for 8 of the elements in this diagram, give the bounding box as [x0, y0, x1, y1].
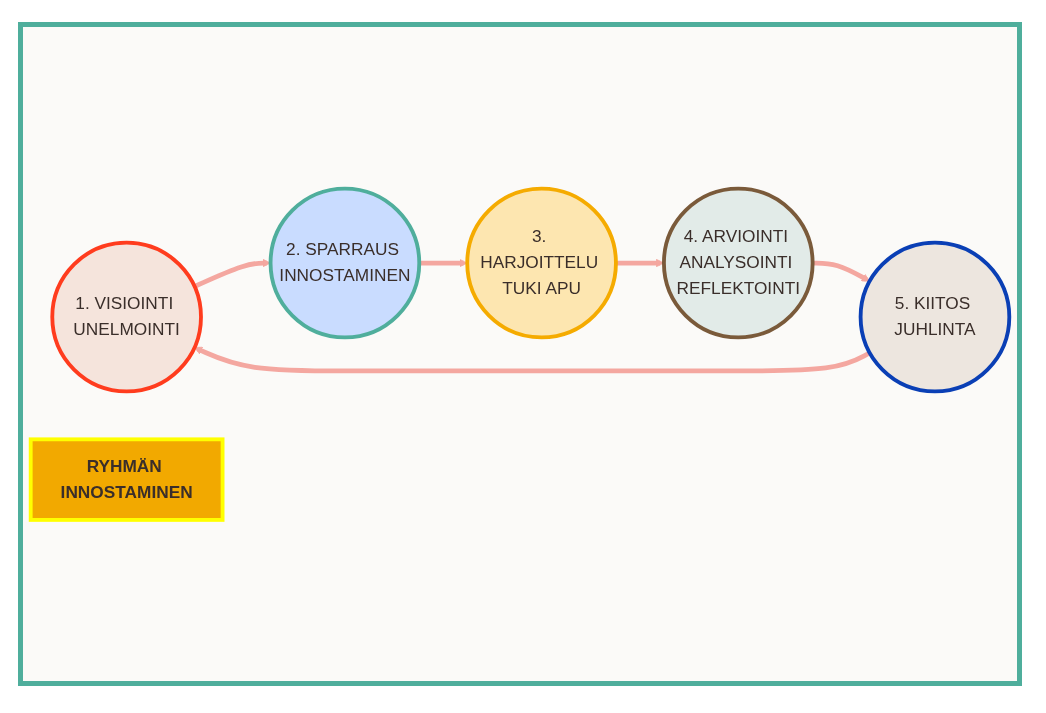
- node-circle: [858, 240, 1012, 393]
- node-circle: [268, 186, 422, 339]
- node-box: [28, 437, 225, 522]
- arrow: [194, 346, 871, 374]
- node-circle: [465, 186, 618, 339]
- node-circle: [662, 186, 815, 339]
- node-circle: [50, 240, 203, 393]
- diagram-frame: 1. VISIOINTI UNELMOINTI 2. SPARRAUS INNOSTAMINEN 3. HARJOITTELU TUKI APU 4. ARVIOINTI ANALYSOINTI REFLEKTOINTI 5. KIITOS JUHLINTA RYHMÄN INNOSTAMINEN: [18, 22, 1022, 686]
